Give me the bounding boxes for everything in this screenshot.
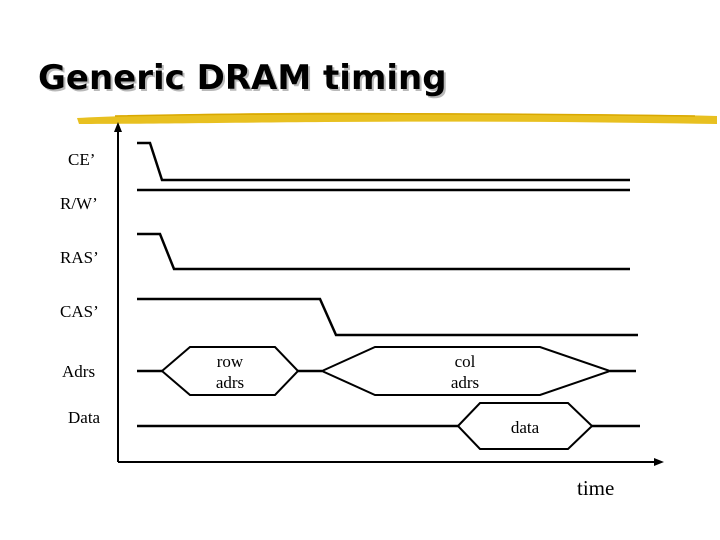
title-underline [77,112,717,124]
col-adrs-label: col adrs [450,352,480,392]
ce-waveform [137,141,630,182]
signal-label-rw: R/W’ [60,194,98,213]
signal-label-cas: CAS’ [60,302,99,321]
x-axis-arrow [654,458,664,466]
row-adrs-label: row adrs [215,352,245,392]
ras-waveform [137,232,630,271]
signal-label-ce: CE’ [68,150,96,169]
slide-title: Generic DRAM timing [38,58,447,98]
cas-waveform [137,297,638,337]
x-axis-label: time [577,476,615,500]
ce-inactive-line [137,180,630,190]
y-axis-arrow [114,122,122,132]
signal-label-ras: RAS’ [60,248,99,267]
data-field-label: data [510,418,540,437]
signal-label-adrs: Adrs [62,362,96,381]
signal-label-data: Data [68,408,101,427]
